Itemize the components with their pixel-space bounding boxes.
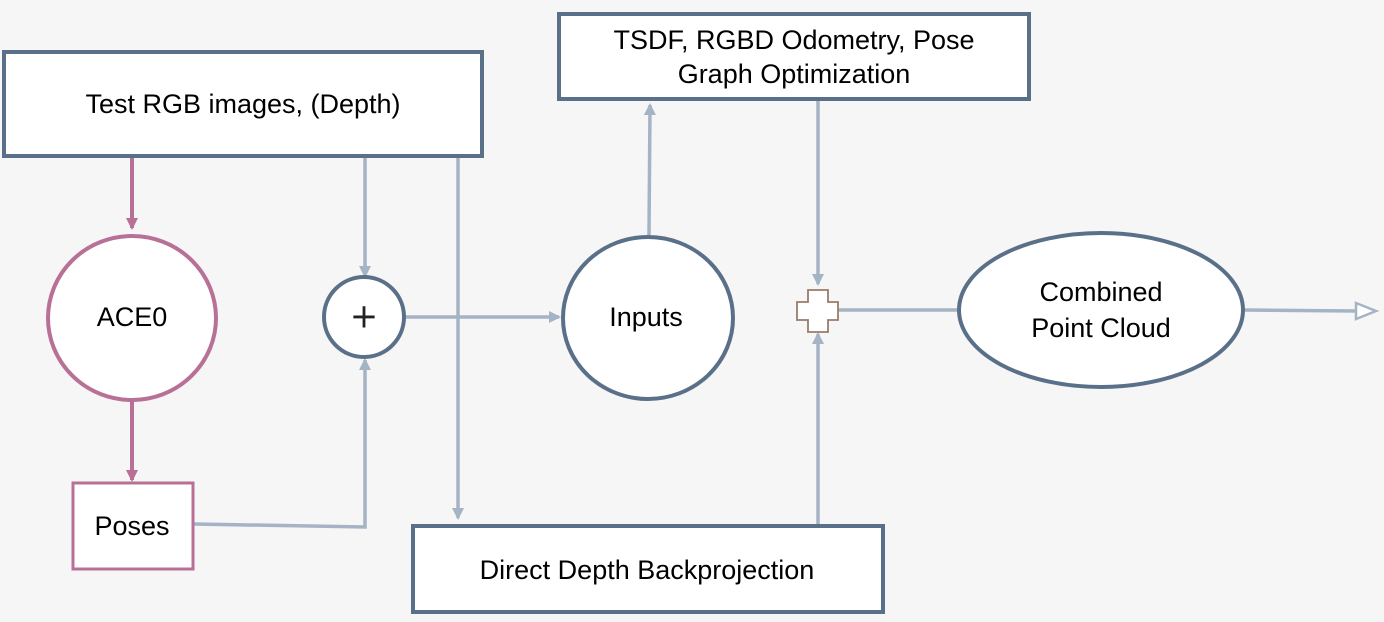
node-combined-label-line2: Point Cloud <box>1031 313 1171 343</box>
output-open-arrowhead <box>1354 301 1380 321</box>
node-sum-operator: + <box>322 275 406 359</box>
edge-point-cloud-output <box>1243 308 1357 313</box>
node-tsdf-odometry-pgo: TSDF, RGBD Odometry, Pose Graph Optimiza… <box>557 12 1031 101</box>
node-ace0-label: ACE0 <box>97 302 168 332</box>
sum-plus-symbol: + <box>350 297 379 337</box>
node-direct-depth-backprojection: Direct Depth Backprojection <box>411 524 885 614</box>
node-ace0: ACE0 <box>46 234 218 402</box>
node-inputs-label: Inputs <box>609 302 683 332</box>
node-direct-depth-label: Direct Depth Backprojection <box>480 555 815 585</box>
node-test-rgb-images-label: Test RGB images, (Depth) <box>85 89 400 119</box>
node-poses-label: Poses <box>94 511 169 541</box>
combine-cross-icon <box>796 289 839 333</box>
node-tsdf-label-line1: TSDF, RGBD Odometry, Pose <box>613 25 974 55</box>
node-combined-point-cloud: Combined Point Cloud <box>957 231 1245 389</box>
edge-inputs-to-tsdf <box>643 103 656 236</box>
edges <box>126 100 1380 529</box>
node-tsdf-label-line2: Graph Optimization <box>678 59 911 89</box>
node-inputs: Inputs <box>561 235 735 401</box>
node-poses: Poses <box>71 481 195 571</box>
node-test-rgb-images: Test RGB images, (Depth) <box>2 50 484 158</box>
node-combined-label-line1: Combined <box>1039 277 1162 307</box>
node-combine-operator <box>796 289 839 333</box>
edge-poses-to-sum <box>193 358 371 529</box>
